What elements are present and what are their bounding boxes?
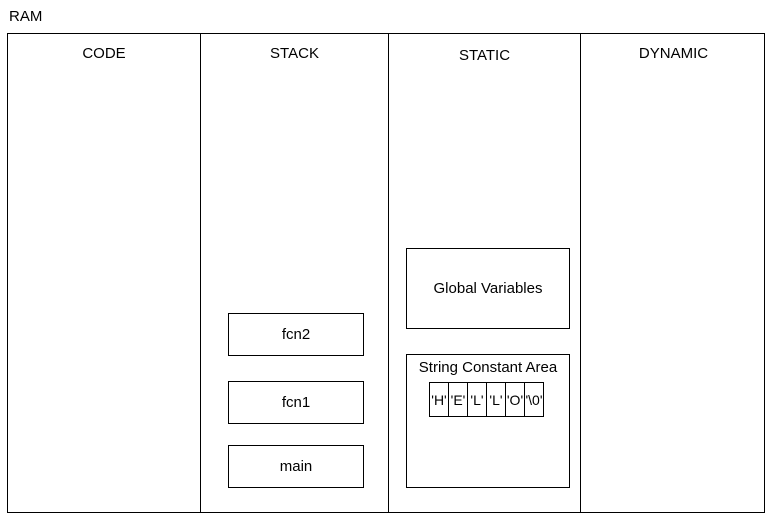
code-column: CODE (8, 34, 200, 512)
char-cell: 'O' (505, 382, 525, 417)
char-cell: 'L' (486, 382, 506, 417)
stack-column: STACK fcn2 fcn1 main (200, 34, 388, 512)
stack-header: STACK (270, 45, 319, 62)
global-variables-box: Global Variables (406, 248, 570, 329)
string-chars: 'H' 'E' 'L' 'L' 'O' '\0' (429, 382, 544, 417)
dynamic-column: DYNAMIC (580, 34, 766, 512)
stack-frame-main: main (228, 445, 364, 488)
string-constant-area: String Constant Area 'H' 'E' 'L' 'L' 'O'… (406, 354, 570, 488)
char-cell: 'E' (448, 382, 468, 417)
stack-frame-fcn1: fcn1 (228, 381, 364, 424)
static-column: STATIC Global Variables String Constant … (388, 34, 580, 512)
char-cell: '\0' (524, 382, 544, 417)
stack-frame-fcn2: fcn2 (228, 313, 364, 356)
dynamic-header: DYNAMIC (638, 45, 709, 62)
char-cell: 'L' (467, 382, 487, 417)
code-header: CODE (82, 45, 126, 62)
ram-title: RAM (9, 8, 43, 25)
static-header: STATIC (458, 47, 511, 64)
char-cell: 'H' (429, 382, 449, 417)
string-constant-label: String Constant Area (418, 359, 558, 376)
ram-container: CODE STACK fcn2 fcn1 main STATIC Global … (7, 33, 765, 513)
